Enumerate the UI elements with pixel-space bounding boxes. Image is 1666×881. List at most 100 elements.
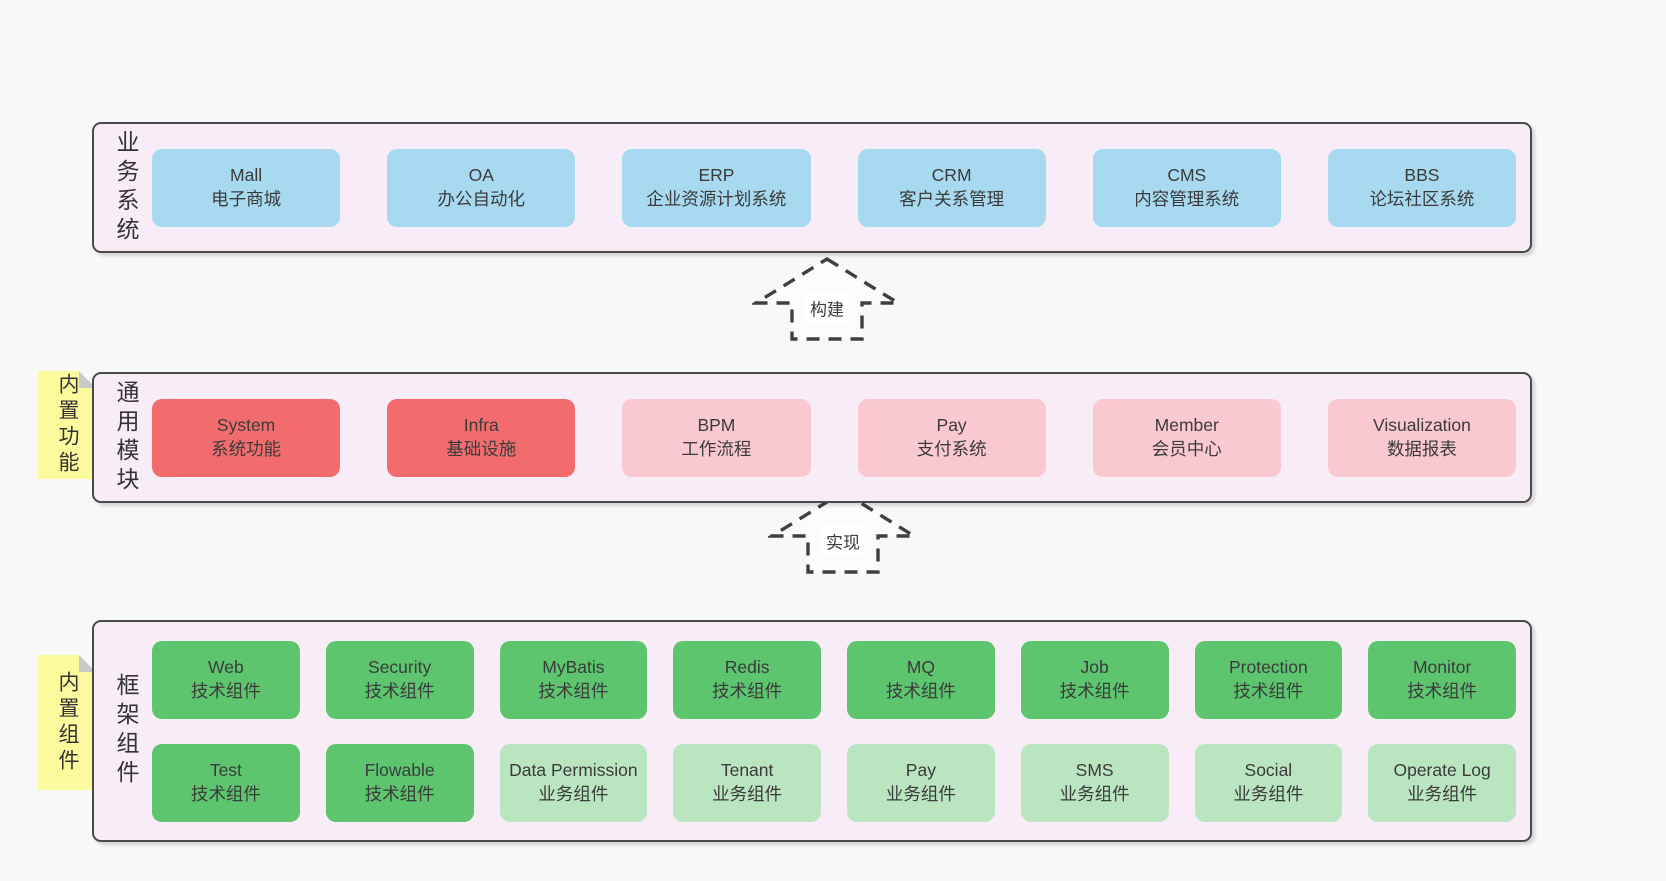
box-subtitle: 业务组件 bbox=[1233, 783, 1304, 804]
layer-label-modules: 通用模块 bbox=[113, 379, 139, 496]
layer-label-components: 框架组件 bbox=[113, 673, 139, 789]
box-flowable: Flowable 技术组件 bbox=[325, 743, 474, 822]
build-arrow-label: 构建 bbox=[806, 292, 848, 324]
box-subtitle: 内容管理系统 bbox=[1134, 188, 1240, 209]
sticky-text: 内置组件 bbox=[56, 670, 79, 775]
box-name: Job bbox=[1080, 657, 1109, 678]
box-data-permission: Data Permission 业务组件 bbox=[499, 743, 648, 822]
box-name: Test bbox=[209, 760, 242, 781]
box-social: Social 业务组件 bbox=[1194, 743, 1343, 822]
box-operate-log: Operate Log 业务组件 bbox=[1368, 743, 1516, 822]
box-monitor: Monitor 技术组件 bbox=[1368, 640, 1516, 719]
implement-arrow-label: 实现 bbox=[822, 525, 864, 557]
box-subtitle: 技术组件 bbox=[538, 680, 609, 701]
box-subtitle: 业务组件 bbox=[712, 783, 783, 804]
box-name: Web bbox=[208, 657, 244, 678]
box-tenant: Tenant 业务组件 bbox=[673, 743, 821, 822]
box-subtitle: 电子商城 bbox=[211, 188, 282, 209]
box-name: ERP bbox=[698, 165, 735, 186]
implement-arrow: 实现 bbox=[766, 489, 920, 575]
sticky-text: 内置功能 bbox=[56, 373, 79, 477]
box-web: Web 技术组件 bbox=[152, 640, 300, 719]
box-subtitle: 技术组件 bbox=[364, 680, 435, 701]
box-subtitle: 技术组件 bbox=[364, 783, 435, 804]
box-name: Member bbox=[1154, 415, 1219, 436]
box-subtitle: 会员中心 bbox=[1151, 438, 1222, 459]
box-name: Mall bbox=[230, 165, 263, 186]
box-name: Social bbox=[1244, 760, 1293, 781]
box-subtitle: 业务组件 bbox=[538, 783, 609, 804]
box-name: MQ bbox=[906, 657, 935, 678]
layer-label-business: 业务系统 bbox=[113, 129, 139, 246]
box-subtitle: 技术组件 bbox=[1407, 680, 1478, 701]
box-subtitle: 企业资源计划系统 bbox=[646, 188, 787, 209]
box-name: System bbox=[216, 415, 276, 436]
box-test: Test 技术组件 bbox=[152, 743, 300, 822]
box-pay-component: Pay 业务组件 bbox=[847, 743, 995, 822]
components-row-2: Test 技术组件 Flowable 技术组件 Data Permission … bbox=[152, 743, 1516, 822]
box-visualization: Visualization 数据报表 bbox=[1327, 398, 1517, 477]
box-subtitle: 业务组件 bbox=[1407, 783, 1478, 804]
box-name: CRM bbox=[931, 165, 972, 186]
box-name: Pay bbox=[936, 415, 967, 436]
business-boxes: Mall 电子商城 OA 办公自动化 ERP 企业资源计划系统 CRM 客户关系… bbox=[152, 124, 1517, 251]
box-name: Protection bbox=[1228, 657, 1308, 678]
box-member: Member 会员中心 bbox=[1092, 398, 1281, 477]
box-subtitle: 业务组件 bbox=[885, 783, 956, 804]
box-system: System 系统功能 bbox=[152, 398, 341, 477]
box-subtitle: 技术组件 bbox=[190, 783, 261, 804]
box-name: Flowable bbox=[364, 760, 435, 781]
box-name: Infra bbox=[463, 415, 499, 436]
box-subtitle: 工作流程 bbox=[681, 438, 752, 459]
box-subtitle: 技术组件 bbox=[1233, 680, 1304, 701]
box-crm: CRM 客户关系管理 bbox=[857, 148, 1046, 227]
box-subtitle: 办公自动化 bbox=[437, 188, 526, 209]
box-name: Operate Log bbox=[1393, 760, 1491, 781]
layer-business-systems: 业务系统 Mall 电子商城 OA 办公自动化 ERP 企业资源计划系统 CRM… bbox=[92, 122, 1532, 253]
layer-common-modules: 通用模块 System 系统功能 Infra 基础设施 BPM 工作流程 Pay… bbox=[92, 372, 1532, 503]
box-subtitle: 技术组件 bbox=[190, 680, 261, 701]
business-row: Mall 电子商城 OA 办公自动化 ERP 企业资源计划系统 CRM 客户关系… bbox=[152, 148, 1517, 227]
box-name: Visualization bbox=[1372, 415, 1471, 436]
box-pay-module: Pay 支付系统 bbox=[857, 398, 1046, 477]
box-name: OA bbox=[468, 165, 494, 186]
modules-row: System 系统功能 Infra 基础设施 BPM 工作流程 Pay 支付系统… bbox=[152, 398, 1517, 477]
sticky-note-builtin-components: 内置组件 bbox=[38, 655, 96, 790]
box-job: Job 技术组件 bbox=[1020, 640, 1169, 719]
box-name: Tenant bbox=[720, 760, 774, 781]
box-sms: SMS 业务组件 bbox=[1020, 743, 1169, 822]
components-row-1: Web 技术组件 Security 技术组件 MyBatis 技术组件 Redi… bbox=[152, 640, 1516, 719]
components-boxes: Web 技术组件 Security 技术组件 MyBatis 技术组件 Redi… bbox=[152, 622, 1516, 840]
box-subtitle: 支付系统 bbox=[916, 438, 987, 459]
box-infra: Infra 基础设施 bbox=[387, 398, 576, 477]
box-name: Data Permission bbox=[509, 760, 638, 781]
box-protection: Protection 技术组件 bbox=[1194, 640, 1343, 719]
box-subtitle: 技术组件 bbox=[712, 680, 783, 701]
box-subtitle: 技术组件 bbox=[885, 680, 956, 701]
box-subtitle: 基础设施 bbox=[446, 438, 517, 459]
build-arrow: 构建 bbox=[750, 256, 904, 342]
box-oa: OA 办公自动化 bbox=[387, 148, 576, 227]
layer-framework-components: 框架组件 Web 技术组件 Security 技术组件 MyBatis 技术组件… bbox=[92, 620, 1532, 842]
box-subtitle: 数据报表 bbox=[1386, 438, 1457, 459]
box-name: Pay bbox=[905, 760, 936, 781]
box-erp: ERP 企业资源计划系统 bbox=[622, 148, 811, 227]
box-subtitle: 业务组件 bbox=[1059, 783, 1130, 804]
box-mq: MQ 技术组件 bbox=[847, 640, 995, 719]
box-security: Security 技术组件 bbox=[325, 640, 474, 719]
box-name: Monitor bbox=[1412, 657, 1472, 678]
box-subtitle: 论坛社区系统 bbox=[1369, 188, 1475, 209]
sticky-note-builtin-features: 内置功能 bbox=[38, 371, 96, 479]
box-name: SMS bbox=[1075, 760, 1114, 781]
box-mybatis: MyBatis 技术组件 bbox=[499, 640, 648, 719]
box-subtitle: 技术组件 bbox=[1059, 680, 1130, 701]
box-name: CMS bbox=[1167, 165, 1207, 186]
box-name: Security bbox=[368, 657, 432, 678]
modules-boxes: System 系统功能 Infra 基础设施 BPM 工作流程 Pay 支付系统… bbox=[152, 374, 1517, 501]
box-bpm: BPM 工作流程 bbox=[622, 398, 811, 477]
box-name: MyBatis bbox=[542, 657, 605, 678]
box-mall: Mall 电子商城 bbox=[152, 148, 341, 227]
box-redis: Redis 技术组件 bbox=[673, 640, 821, 719]
box-subtitle: 系统功能 bbox=[211, 438, 282, 459]
